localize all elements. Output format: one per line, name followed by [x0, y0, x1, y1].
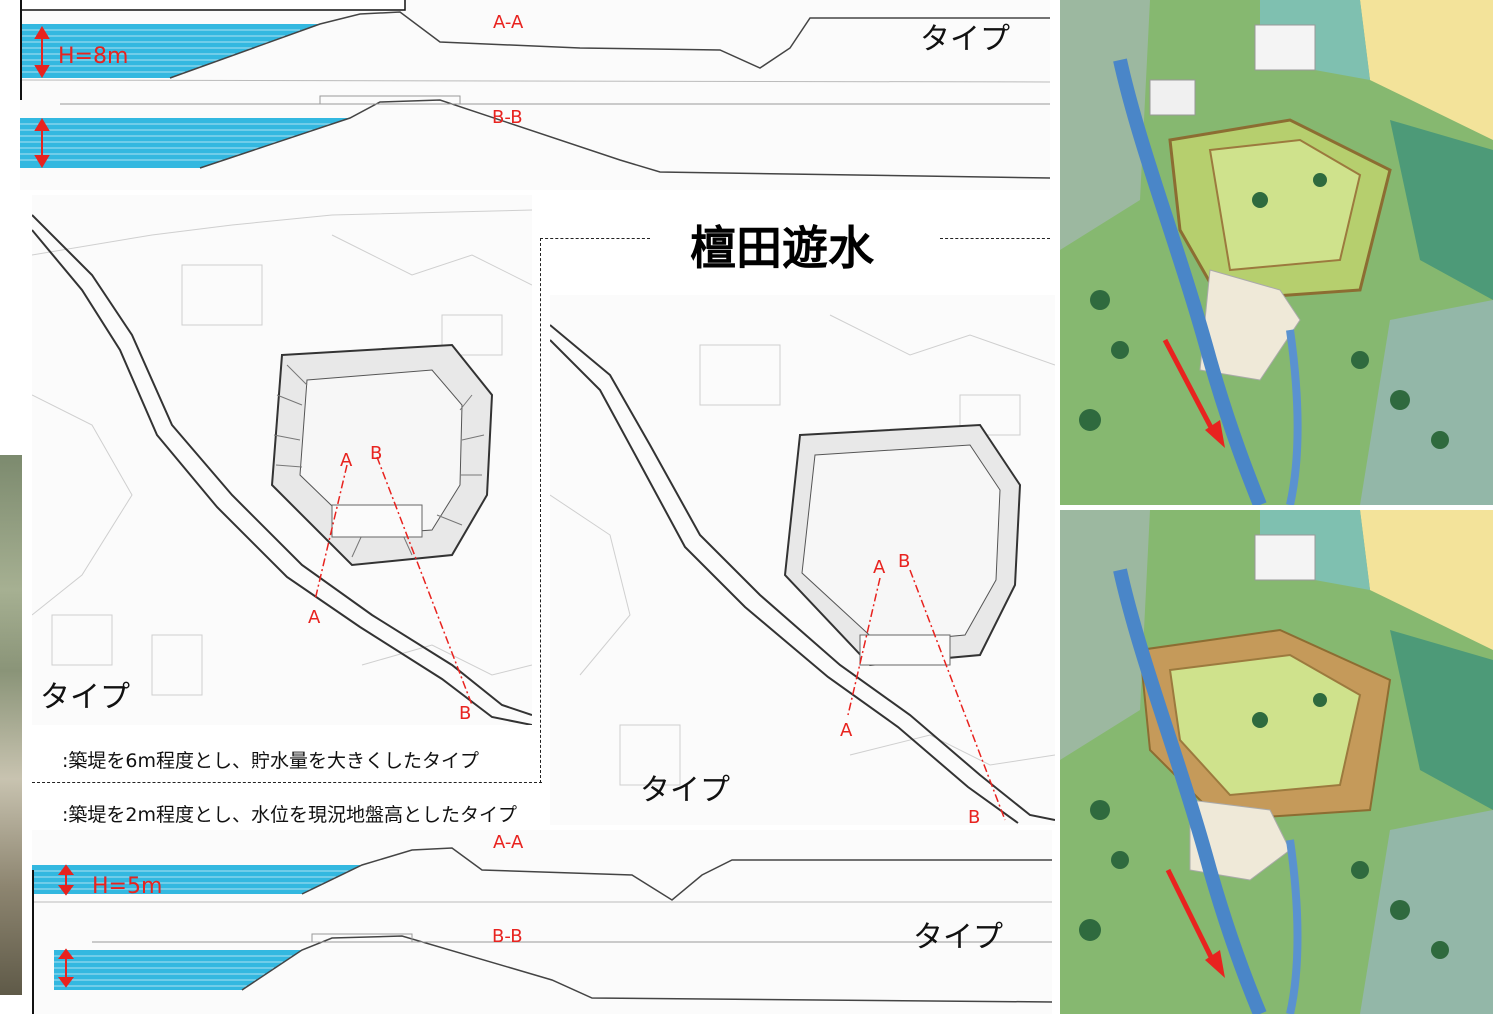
reservoir-left: [270, 343, 494, 567]
plan-left-svg: [32, 209, 532, 725]
aerial-bottom-svg: [1060, 510, 1493, 1014]
left-border-line: [20, 0, 22, 100]
plan-divider-vertical: [540, 238, 541, 783]
title-dash-right: [940, 238, 1050, 239]
upper-cross-section-panel: H=8m A-A B-B: [20, 0, 1050, 190]
note-type-ground-level: :築堤を2m程度とし、水位を現況地盤高としたタイプ: [62, 804, 517, 826]
aerial-top-svg: [1060, 0, 1493, 505]
section-aa-label-upper: A-A: [493, 12, 524, 33]
page-title: 檀田遊水: [690, 221, 874, 275]
water-bb-upper: [20, 118, 350, 168]
type-label-plan-right: タイプ: [640, 773, 730, 808]
note-type-large-storage: :築堤を6m程度とし、貯水量を大きくしたタイプ: [62, 750, 479, 772]
height-arrow-upper: [34, 26, 50, 168]
river-left: [32, 214, 532, 725]
marker-b-bottom-right: B: [968, 807, 981, 825]
lower-cross-section-drawing: [32, 847, 1052, 1003]
marker-a-top-right: A: [873, 557, 886, 578]
marker-b-top-left: B: [370, 443, 383, 464]
title-dash-left: [540, 238, 650, 239]
section-aa-label-lower: A-A: [493, 832, 524, 853]
lower-left-border-line: [32, 870, 34, 1014]
plan-divider-horizontal: [32, 782, 542, 783]
lower-cross-section-panel: H=5m A-A B-B: [32, 830, 1052, 1014]
left-photo-strip: [0, 455, 22, 995]
aerial-illustration-bottom: [1060, 510, 1493, 1014]
water-aa-upper: [20, 24, 320, 78]
section-lines-left: [314, 456, 473, 706]
plan-drawing-right: A B A B: [550, 295, 1055, 825]
type-label-upper-section: タイプ: [920, 22, 1010, 57]
marker-a-bottom-right: A: [840, 720, 853, 741]
upper-cross-section-drawing: [20, 0, 1050, 179]
height-label-lower: H=5m: [92, 874, 163, 899]
plan-drawing-left: A B A B: [32, 195, 532, 725]
marker-a-top-left: A: [340, 450, 353, 471]
marker-b-bottom-left: B: [459, 703, 472, 724]
height-arrow-lower: [58, 864, 74, 988]
type-label-plan-left: タイプ: [40, 680, 130, 715]
section-bb-label-upper: B-B: [492, 107, 523, 128]
water-aa-lower: [32, 865, 362, 894]
reservoir-right: [783, 423, 1022, 667]
water-bb-lower: [54, 950, 302, 990]
section-lines-right: [847, 569, 1006, 821]
section-bb-label-lower: B-B: [492, 926, 523, 947]
type-label-lower-section: タイプ: [913, 920, 1003, 955]
marker-b-top-right: B: [898, 551, 911, 572]
marker-a-bottom-left: A: [308, 607, 321, 628]
river-right: [550, 324, 1055, 824]
aerial-illustration-top: [1060, 0, 1493, 505]
plan-right-svg: [550, 314, 1055, 824]
height-label-upper: H=8m: [58, 44, 129, 69]
